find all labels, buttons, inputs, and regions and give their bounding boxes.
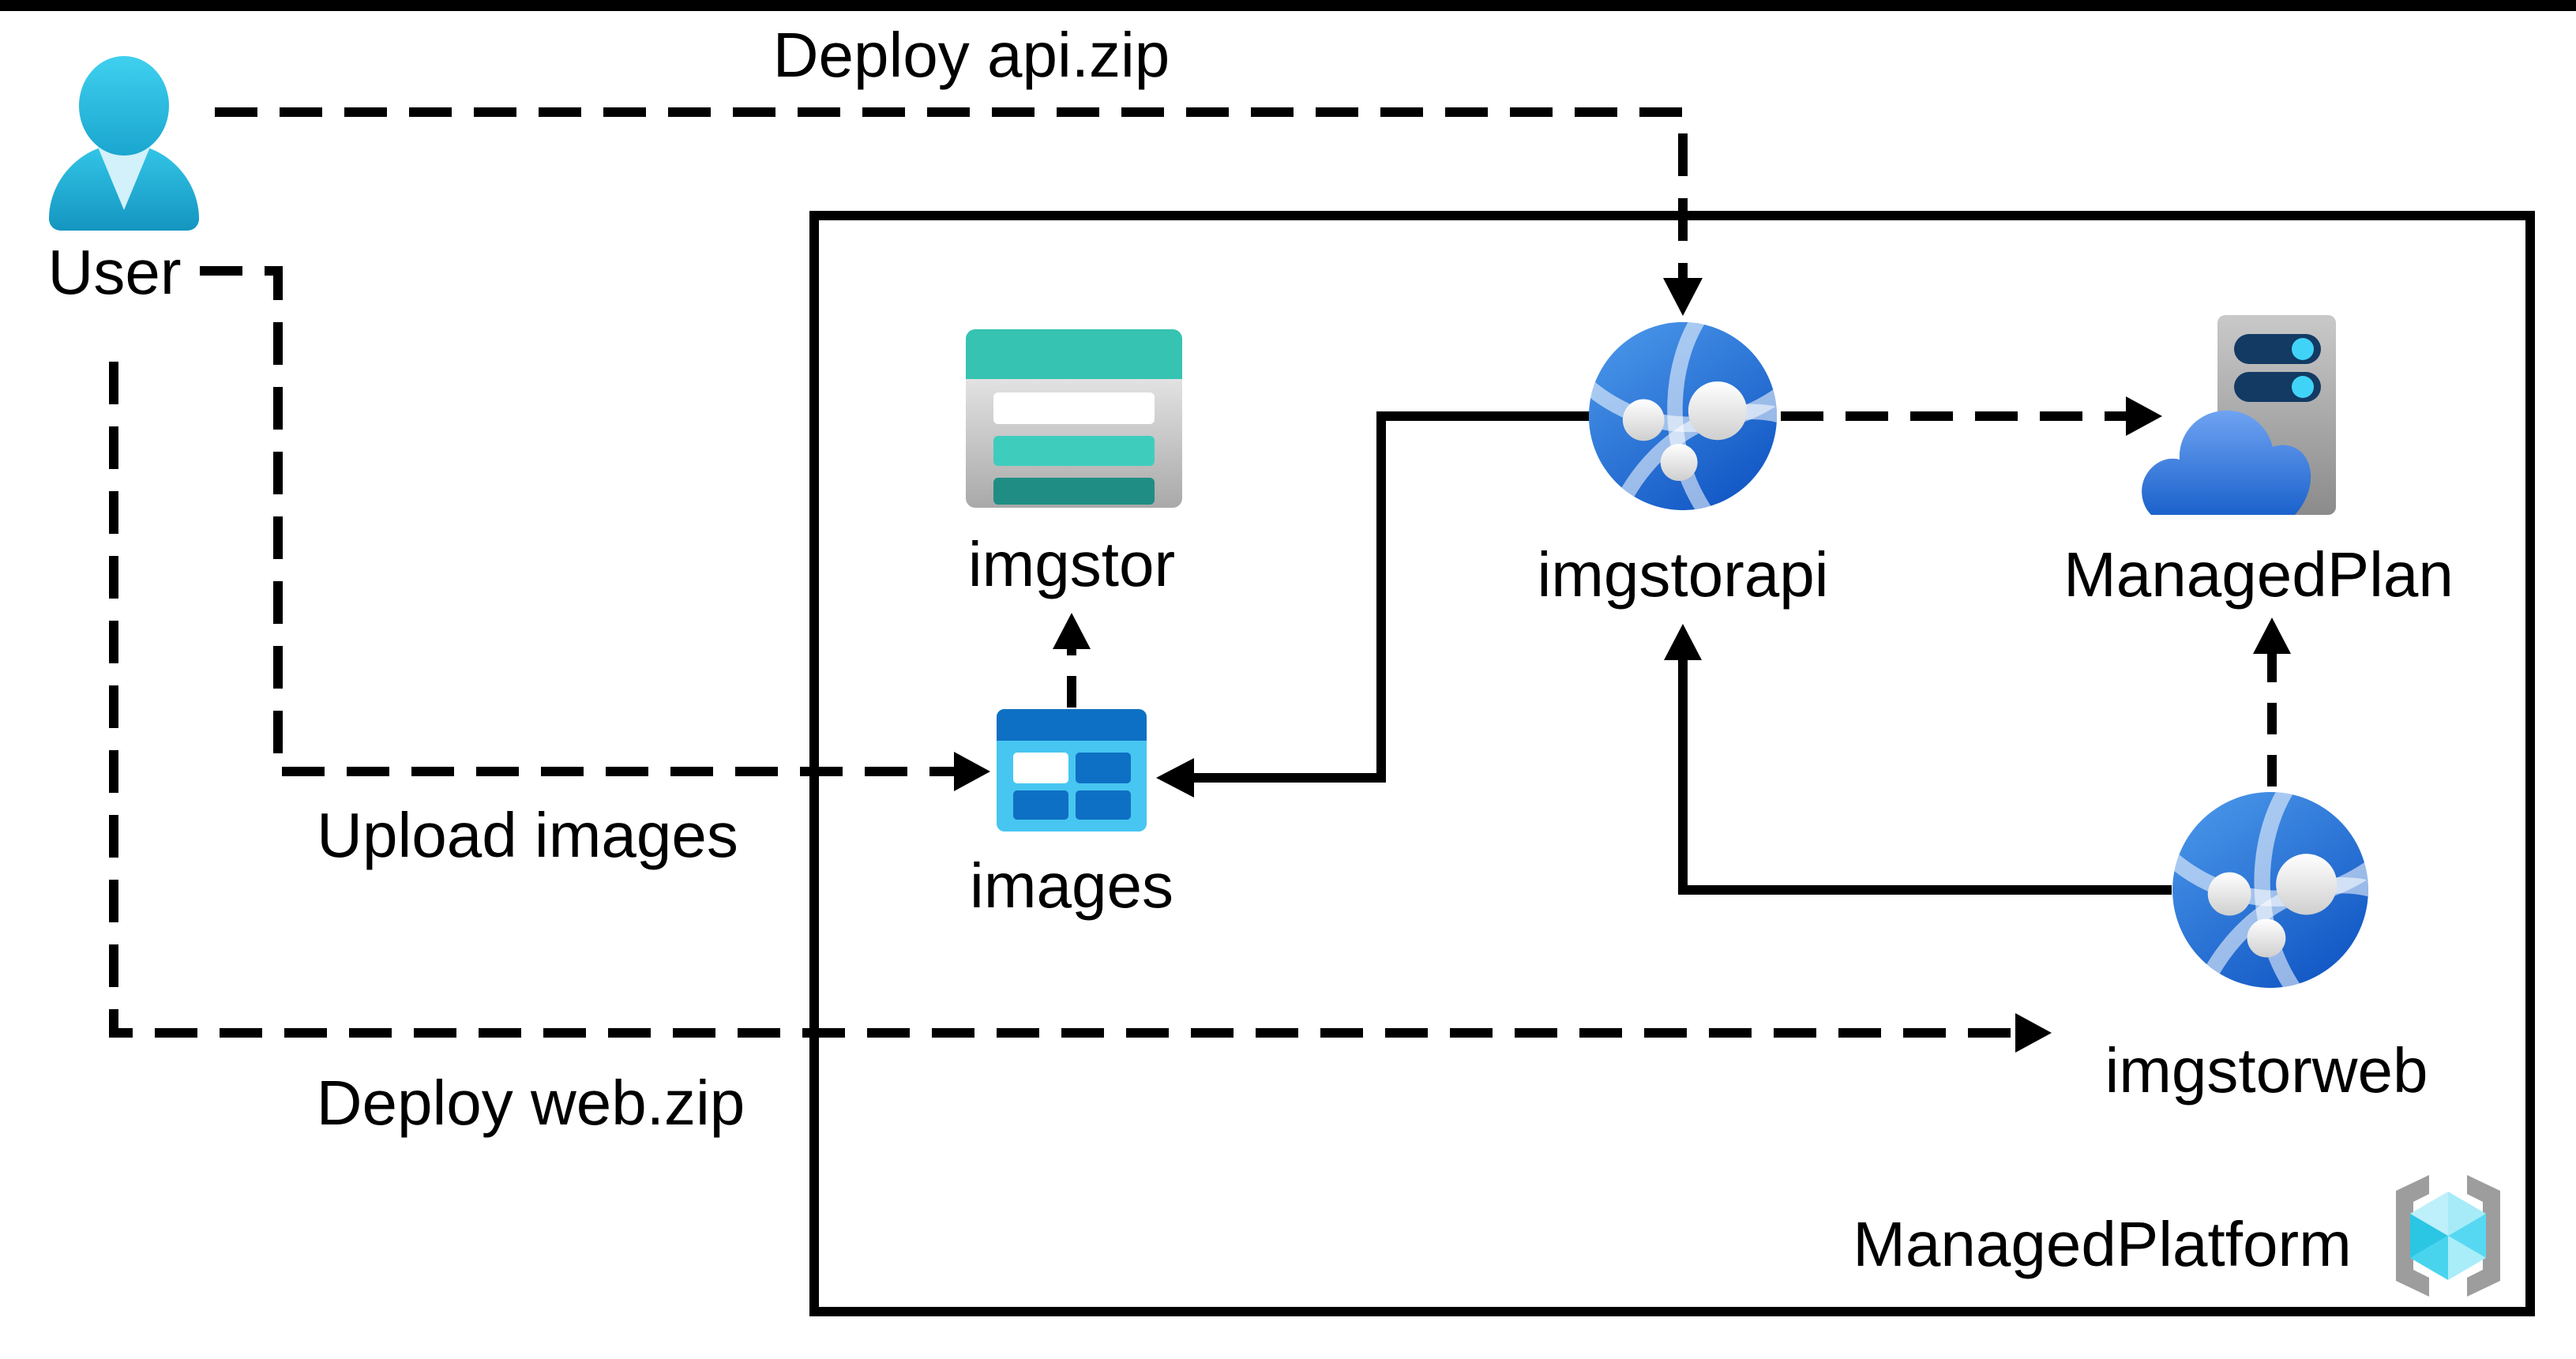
app-service-icon-imgstorweb (2172, 792, 2368, 988)
user-label: User (47, 237, 182, 307)
edge-web-api (1678, 660, 2172, 895)
user-icon (49, 56, 199, 231)
imgstor-label: imgstor (967, 529, 1176, 599)
deploy-web-label: Deploy web.zip (316, 1068, 745, 1138)
edge-upload-images (200, 266, 954, 776)
arrowhead-right-imgstorweb (2015, 1013, 2052, 1053)
managed-platform-boundary (809, 211, 2535, 1316)
managed-platform-icon (2396, 1175, 2500, 1297)
edge-deploy-api (215, 107, 1688, 280)
deploy-api-label: Deploy api.zip (772, 20, 1170, 90)
edge-api-images (1194, 411, 1606, 783)
arrowhead-right-images (954, 752, 990, 791)
images-label: images (970, 850, 1173, 921)
imgstorweb-label: imgstorweb (2105, 1035, 2428, 1106)
arrowhead-left-images (1156, 758, 1194, 798)
upload-images-label: Upload images (317, 800, 738, 870)
arrowhead-up-imgstor (1053, 613, 1091, 649)
managedplan-label: ManagedPlan (2063, 539, 2454, 610)
app-service-plan-icon (2142, 315, 2336, 515)
arrowhead-up-imgstorapi (1664, 624, 1702, 660)
app-service-icon-imgstorapi (1588, 321, 1778, 511)
blob-container-icon (997, 709, 1147, 832)
managed-platform-label: ManagedPlatform (1853, 1209, 2352, 1279)
arrowhead-up-managedplan (2253, 618, 2291, 654)
edge-deploy-web (109, 362, 2015, 1038)
top-border (0, 0, 2576, 11)
arrowhead-right-managedplan (2126, 396, 2162, 436)
arrowhead-down-imgstorapi (1663, 278, 1703, 316)
imgstorapi-label: imgstorapi (1537, 539, 1829, 610)
storage-account-icon (966, 329, 1182, 508)
